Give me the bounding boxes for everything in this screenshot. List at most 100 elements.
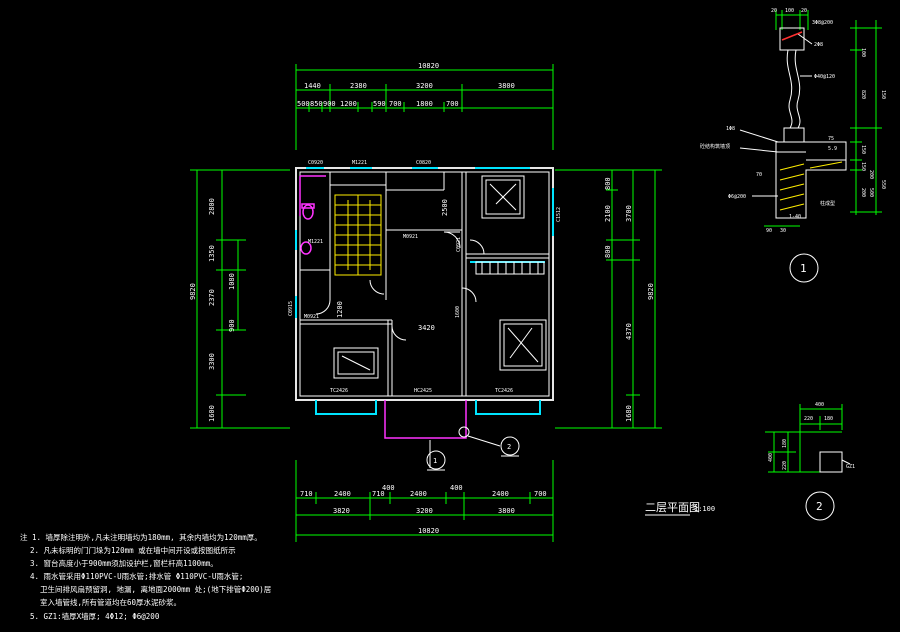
detail-1: 20 100 20 3Φ8@200 2Φ8 Φ40@120 1Φ8 砼结构筑墙顶… (700, 8, 886, 283)
top-dim-2: 2380 (350, 82, 367, 90)
bottom-dim-5: 2400 (492, 490, 509, 498)
left-dim-2: 1350 (208, 245, 216, 262)
bottom-dim-8: 400 (450, 484, 463, 492)
bottom-dim-7: 400 (382, 484, 395, 492)
bottom-total-dim: 10820 (418, 527, 439, 535)
bottom-dim2-3: 3800 (498, 507, 515, 515)
lbl-m0921a: M0921 (403, 234, 418, 240)
curb (775, 141, 847, 219)
left-dimensions: 9820 2800 1350 2370 3300 1600 1080 900 (189, 169, 290, 429)
d2-top2-2: 180 (824, 416, 833, 422)
bathroom-fixtures (300, 203, 315, 255)
top-dim2-2: 850 (310, 100, 323, 108)
lbl-d1200: 1200 (336, 301, 344, 318)
bed-left (333, 347, 379, 379)
handrail (779, 27, 805, 51)
left-dim2-2: 900 (228, 319, 236, 332)
lbl-m1221: M1221 (352, 160, 367, 166)
top-dim2-5: 590 (373, 100, 386, 108)
right-dim2-2: 2100 (604, 205, 612, 222)
lbl-c0921: C0921 (456, 237, 462, 252)
note-1: 注 1. 墙厚除注明外,凡未注明墙均为180mm, 其余内墙均为120mm厚。 (20, 532, 262, 542)
detail-1-marker-label: 1 (800, 262, 807, 275)
bottom-dim-2: 2400 (334, 490, 351, 498)
right-dim2-3: 800 (604, 245, 612, 258)
bottom-dimensions: 710 2400 710 2400 2400 700 400 400 3820 … (295, 460, 554, 542)
d1-right-1: 100 (860, 48, 866, 57)
d2-top: 400 (815, 402, 824, 408)
d1-top-2: 100 (785, 8, 794, 14)
d1-note2: 砼结构筑墙顶 (700, 143, 730, 150)
top-dim2-7: 1800 (416, 100, 433, 108)
detail-1-marker (789, 253, 819, 283)
bottom-dim2-2: 3200 (416, 507, 433, 515)
bottom-dim-4: 2400 (410, 490, 427, 498)
right-outer-dim: 9820 (647, 283, 655, 300)
left-dim-4: 3300 (208, 353, 216, 370)
left-dim-5: 1600 (208, 405, 216, 422)
top-dim-4: 3800 (498, 82, 515, 90)
d1-right-4: 150 (860, 145, 866, 154)
d1-top-1: 20 (771, 8, 777, 14)
left-outer-dim: 9820 (189, 283, 197, 300)
section-marker-2 (500, 436, 520, 456)
right-dim2-1: 800 (604, 177, 612, 190)
top-total-dim: 10820 (418, 62, 439, 70)
top-dim2-1: 500 (297, 100, 310, 108)
d1-note1: 1Φ8 (726, 126, 735, 132)
baluster (786, 49, 793, 129)
note-7: 5. GZ1:墙厚X墙厚; 4Φ12; Φ6@200 (30, 611, 160, 621)
top-dim-1: 1440 (304, 82, 321, 90)
bottom-dim-6: 700 (534, 490, 547, 498)
note-2: 2. 凡未标明的门门垛为120mm 或在墙中间开设或按图纸所示 (30, 545, 236, 555)
detail-2: 400 220 180 400 180 220 GZ1 2 (765, 402, 855, 521)
gz1-column (819, 451, 843, 473)
d1-top-3: 20 (801, 8, 807, 14)
d2-left: 400 (768, 453, 774, 462)
lbl-d3420: 3420 (418, 324, 435, 332)
note-4: 4. 雨水管采用Φ110PVC-U雨水管;排水管 Φ110PVC-U雨水管; (30, 571, 243, 581)
lbl-d1600: 1600 (455, 306, 461, 318)
lbl-c2425c: TC2426 (495, 388, 513, 394)
section-marker-2-label: 2 (507, 443, 511, 451)
d1-bar2: 2Φ8 (814, 42, 823, 48)
right-dim-2: 4370 (625, 323, 633, 340)
plan-scale: 1:100 (694, 505, 715, 513)
lbl-m0921b: M0921 (304, 314, 319, 320)
section-marker-1-label: 1 (433, 457, 437, 465)
d1-post: Φ40@120 (814, 74, 835, 80)
detail-2-marker-label: 2 (816, 500, 823, 513)
lbl-d2500: 2500 (441, 199, 449, 216)
top-dim-3: 3200 (416, 82, 433, 90)
d1-right-2: 820 (860, 90, 866, 99)
d1-floor: 柱成型 (820, 200, 835, 207)
d1-right-6: 200 (860, 188, 866, 197)
d2-left2-1: 180 (782, 439, 788, 448)
doors (315, 231, 485, 341)
bed-right (499, 319, 547, 371)
top-dim2-6: 700 (389, 100, 402, 108)
top-dim2-4: 1200 (340, 100, 357, 108)
plan-title: 二层平面图 (645, 501, 700, 514)
d1-left-dim: 70 (756, 172, 762, 178)
d1-bottom-1: 90 (766, 228, 772, 234)
left-dim-1: 2800 (208, 198, 216, 215)
staircase (334, 194, 382, 276)
bottom-dim2-1: 3820 (333, 507, 350, 515)
d2-left2-2: 220 (782, 461, 788, 470)
detail-2-marker (805, 491, 835, 521)
bed-top-right (481, 175, 525, 219)
d1-right-3: 150 (880, 90, 886, 99)
top-dimensions: 10820 1440 2380 3200 3800 500 850 900 12… (295, 62, 554, 150)
balcony (299, 175, 467, 439)
top-dim2-8: 700 (446, 100, 459, 108)
d2-top2-1: 220 (804, 416, 813, 422)
left-dim2-1: 1080 (228, 273, 236, 290)
right-dimensions: 800 2100 800 3700 4370 1680 9820 (555, 169, 662, 429)
lbl-c1512: C1512 (556, 207, 562, 222)
d1-mid: 1-40 (789, 214, 801, 220)
left-dim-3: 2370 (208, 289, 216, 306)
floor-plan: C0920 M1221 C0820 M0921 M1221 M0921 TC24… (288, 160, 562, 471)
note-6: 室入墙管线,所有管道均在60厚水泥砂浆。 (40, 597, 181, 607)
